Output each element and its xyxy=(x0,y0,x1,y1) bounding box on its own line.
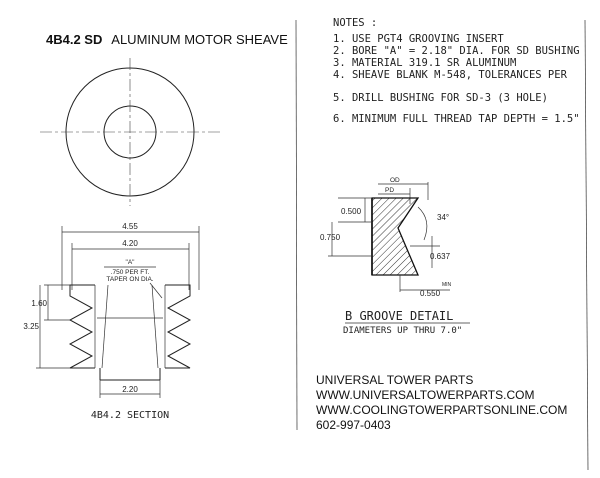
groove-hatched-section xyxy=(371,197,420,276)
groove-detail: OD PD 0.500 0.750 34° 0.637 0.550 MIN B … xyxy=(320,177,470,336)
dim-angle-label: 34° xyxy=(437,213,449,222)
section-caption: 4B4.2 SECTION xyxy=(91,410,169,421)
dim-pitch-label: 4.20 xyxy=(122,239,138,248)
divider-line xyxy=(295,19,298,431)
note-5: 5. DRILL BUSHING FOR SD-3 (3 HOLE) xyxy=(333,92,548,104)
notes-block: NOTES : 1. USE PGT4 GROOVING INSERT 2. B… xyxy=(333,17,580,125)
part-number: 4B4.2 SD xyxy=(46,32,102,47)
dim-depth-label: 0.750 xyxy=(320,233,341,242)
sheet-border xyxy=(584,19,589,471)
top-view xyxy=(40,58,220,206)
svg-text:4B4.2 SD ALUMINUM MOTOR SH: 4B4.2 SD ALUMINUM MOTOR SHEAVE xyxy=(46,32,288,47)
groove-title: B GROOVE DETAIL xyxy=(345,309,453,323)
company-name: UNIVERSAL TOWER PARTS xyxy=(316,373,473,387)
notes-header: NOTES : xyxy=(333,17,377,29)
bore-label: "A" xyxy=(126,259,136,266)
pd-label: PD xyxy=(385,187,394,194)
note-3: 3. MATERIAL 319.1 SR ALUMINUM xyxy=(333,57,516,69)
taper-note-2: TAPER ON DIA. xyxy=(106,276,153,283)
dim-outer-label: 4.55 xyxy=(122,222,138,231)
contact-block: UNIVERSAL TOWER PARTS WWW.UNIVERSALTOWER… xyxy=(316,373,567,432)
website-2: WWW.COOLINGTOWERPARTSONLINE.COM xyxy=(316,403,567,417)
right-groove-profile xyxy=(165,284,192,369)
website-1: WWW.UNIVERSALTOWERPARTS.COM xyxy=(316,388,534,402)
left-groove-profile xyxy=(68,284,95,369)
taper-note-1: .750 PER FT. xyxy=(111,269,150,276)
note-6: 6. MINIMUM FULL THREAD TAP DEPTH = 1.5" xyxy=(333,113,580,125)
part-description: ALUMINUM MOTOR SHEAVE xyxy=(111,32,288,47)
dim-hub-label: 2.20 xyxy=(122,385,138,394)
od-label: OD xyxy=(390,177,400,184)
min-label: MIN xyxy=(442,282,452,288)
note-1: 1. USE PGT4 GROOVING INSERT xyxy=(333,33,504,45)
note-4: 4. SHEAVE BLANK M-548, TOLERANCES PER xyxy=(333,69,568,81)
groove-subtitle: DIAMETERS UP THRU 7.0" xyxy=(343,326,462,336)
dim-width-label: 0.637 xyxy=(430,252,451,261)
note-2: 2. BORE "A" = 2.18" DIA. FOR SD BUSHING xyxy=(333,45,580,57)
angle-arc xyxy=(417,206,428,241)
dim-min-label: 0.550 xyxy=(420,289,441,298)
dim-groove-height-label: 1.60 xyxy=(31,299,47,308)
section-view: 4.55 4.20 "A" .750 PER FT. TAPER ON DIA.… xyxy=(23,222,200,421)
dim-overall-height-label: 3.25 xyxy=(23,322,39,331)
dim-top-label: 0.500 xyxy=(341,207,362,216)
phone-number: 602-997-0403 xyxy=(316,418,391,432)
